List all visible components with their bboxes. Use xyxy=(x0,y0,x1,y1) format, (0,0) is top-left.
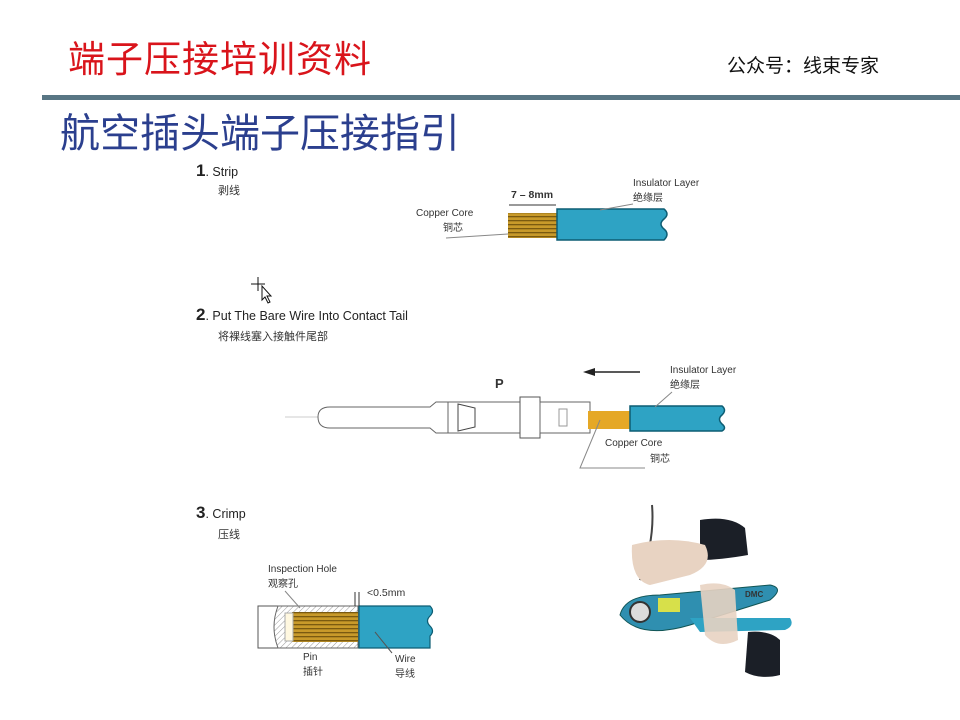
svg-text:导线: 导线 xyxy=(395,667,415,680)
insert-diagram: P Insulator Layer 绝缘层 Copper Core 铜芯 xyxy=(251,277,737,469)
wire-insulation xyxy=(358,605,434,649)
svg-text:铜芯: 铜芯 xyxy=(650,452,670,465)
crimp-diagram: Inspection Hole 观察孔 <0.5mm Pin 插针 Wire 导… xyxy=(257,564,434,680)
svg-text:绝缘层: 绝缘层 xyxy=(670,378,700,391)
svg-text:Pin: Pin xyxy=(303,652,317,663)
tool-brand: DMC xyxy=(745,590,763,599)
svg-text:<0.5mm: <0.5mm xyxy=(367,587,405,599)
header-divider xyxy=(42,95,960,100)
strip-diagram: 7 – 8mm Copper Core 铜芯 Insulator Layer 绝… xyxy=(416,178,700,241)
section-title: 航空插头端子压接指引 xyxy=(60,111,460,157)
svg-text:铜芯: 铜芯 xyxy=(443,221,463,234)
move-cursor-icon xyxy=(251,277,273,304)
svg-text:插针: 插针 xyxy=(303,665,323,678)
sleeve-bottom xyxy=(745,631,780,677)
pin-body xyxy=(317,401,449,434)
svg-text:绝缘层: 绝缘层 xyxy=(633,191,663,204)
insulation xyxy=(629,405,726,432)
copper-core xyxy=(508,213,558,238)
account-label: 公众号：线束专家 xyxy=(727,55,880,77)
crimp-tool xyxy=(619,584,778,632)
step-3-heading: 3. Crimp xyxy=(196,503,246,522)
step-2-heading: 2. Put The Bare Wire Into Contact Tail xyxy=(196,305,408,324)
svg-text:Insulator Layer: Insulator Layer xyxy=(633,178,700,189)
slide-title: 端子压接培训资料 xyxy=(68,38,372,81)
svg-text:P: P xyxy=(495,376,504,391)
svg-text:观察孔: 观察孔 xyxy=(268,577,298,590)
step-3-cn: 压线 xyxy=(218,528,240,541)
insulation xyxy=(556,208,668,241)
step-2-cn: 将裸线塞入接触件尾部 xyxy=(218,330,328,343)
step-1-heading: 1. Strip xyxy=(196,161,239,180)
copper-core xyxy=(588,411,630,429)
crimp-tool-photo: DMC xyxy=(619,504,792,677)
hand-top xyxy=(631,540,708,585)
svg-text:Wire: Wire xyxy=(395,654,416,665)
svg-text:7 – 8mm: 7 – 8mm xyxy=(511,189,553,201)
sleeve-top xyxy=(700,518,748,560)
hand-bottom xyxy=(700,583,738,644)
svg-text:Copper Core: Copper Core xyxy=(416,208,474,219)
svg-text:Copper Core: Copper Core xyxy=(605,438,663,449)
crimped-core xyxy=(292,612,358,642)
step-1-cn: 剥线 xyxy=(218,184,240,197)
svg-text:Inspection Hole: Inspection Hole xyxy=(268,564,337,575)
svg-text:Insulator Layer: Insulator Layer xyxy=(670,365,737,376)
